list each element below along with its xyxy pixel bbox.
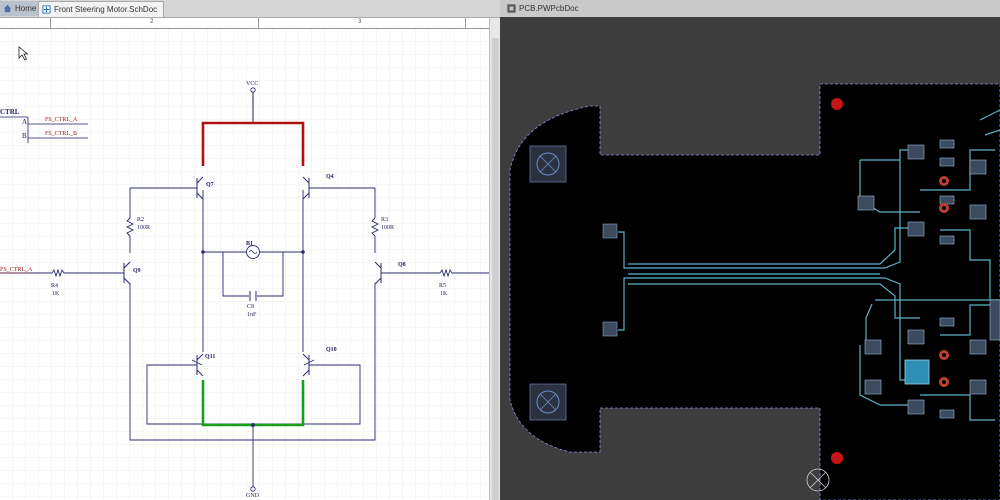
tab-home[interactable]: Home — [0, 1, 43, 16]
resistor-r2[interactable]: R2 100R — [125, 217, 150, 237]
home-icon — [3, 4, 12, 13]
mounting-hole-bottom — [529, 383, 567, 421]
pcb-canvas[interactable] — [500, 17, 1000, 500]
transistor-q7[interactable]: Q7 — [185, 176, 214, 200]
net-label-fs-ctrl-b: FS_CTRL_B — [45, 131, 77, 137]
schematic-scrollbar-thumb[interactable] — [492, 38, 499, 500]
pcb-th-pads — [939, 176, 949, 387]
tab-schematic-label: Front Steering Motor.SchDoc — [54, 5, 158, 14]
vcc-power-port[interactable]: VCC — [246, 81, 258, 123]
ctrl-pin-a: A — [22, 118, 27, 126]
schematic-doc-icon — [42, 5, 51, 14]
pcb-components — [857, 139, 1000, 419]
schematic-scrollbar[interactable] — [489, 18, 500, 500]
tab-home-label: Home — [15, 4, 37, 13]
junction-left — [201, 250, 205, 254]
c8-value: 1nF — [247, 312, 257, 318]
r3-value: 100R — [381, 225, 394, 231]
c8-label: C8 — [247, 304, 254, 310]
transistor-q9[interactable]: Q9 — [120, 261, 141, 285]
tab-pcb-label: PCB.PWPcbDoc — [519, 4, 579, 13]
gnd-label: GND — [246, 493, 260, 499]
ruler-tick-3: 3 — [358, 19, 362, 25]
ctrl-pin-b: B — [22, 132, 27, 140]
pcb-board-outline — [509, 83, 1000, 500]
fiducial-bottom — [831, 452, 843, 464]
q8-label: Q8 — [398, 262, 406, 268]
r2-label: R2 — [137, 217, 144, 223]
tab-pcb[interactable]: PCB.PWPcbDoc — [504, 1, 585, 16]
gnd-power-port[interactable]: GND — [246, 486, 260, 499]
pcb-tabbar: PCB.PWPcbDoc — [500, 0, 1000, 18]
q11-label: Q11 — [205, 354, 215, 360]
mouse-cursor-icon — [18, 46, 29, 61]
net-label-fs-ctrl-a: FS_CTRL_A — [45, 117, 78, 123]
pcb-ic-highlight — [904, 359, 930, 385]
transistor-q8[interactable]: Q8 — [374, 261, 406, 285]
resistor-r3[interactable]: R3 100R — [370, 217, 394, 237]
r3-label: R3 — [381, 217, 388, 223]
fiducial-top — [831, 98, 843, 110]
schematic-tabbar: Home Front Steering Motor.SchDoc — [0, 0, 500, 18]
pcb-doc-icon — [507, 4, 516, 13]
schematic-pane[interactable]: Home Front Steering Motor.SchDoc 2 3 CTR… — [0, 0, 500, 500]
q7-label: Q7 — [206, 182, 214, 188]
r2-value: 100R — [137, 225, 150, 231]
tab-schematic[interactable]: Front Steering Motor.SchDoc — [38, 1, 165, 17]
junction-gnd — [251, 423, 255, 427]
transistor-q11[interactable]: Q11 — [185, 353, 215, 377]
motor-b1[interactable]: B1 — [246, 241, 260, 259]
q9-label: Q9 — [133, 268, 141, 274]
schematic-grid — [0, 29, 489, 500]
ctrl-connector-label: CTRL — [0, 108, 20, 116]
net-label-left: FS_CTRL_A — [0, 267, 33, 273]
mounting-hole-top — [529, 145, 567, 183]
vcc-net-highlight — [201, 121, 305, 166]
pcb-pane[interactable]: PCB.PWPcbDoc — [500, 0, 1000, 500]
r5-value: 1K — [440, 291, 448, 297]
junction-right — [301, 250, 305, 254]
q4-label: Q4 — [326, 174, 334, 180]
ruler-tick-2: 2 — [150, 19, 154, 25]
r4-value: 1K — [52, 291, 60, 297]
r5-label: R5 — [439, 283, 446, 289]
resistor-r4[interactable]: R4 1K — [51, 268, 65, 297]
b1-label: B1 — [246, 241, 253, 247]
ctrl-connector[interactable]: CTRL A B FS_CTRL_A FS_CTRL_B — [0, 108, 88, 143]
horizontal-ruler: 2 3 — [0, 18, 490, 29]
transistor-q4[interactable]: Q4 — [302, 174, 334, 200]
schematic-canvas[interactable]: CTRL A B FS_CTRL_A FS_CTRL_B VCC — [0, 29, 489, 500]
r4-label: R4 — [51, 283, 58, 289]
vcc-label: VCC — [246, 81, 258, 87]
q10-label: Q10 — [326, 347, 337, 353]
resistor-r5[interactable]: R5 1K — [439, 268, 453, 297]
connector-pads-left — [602, 223, 618, 337]
capacitor-c8[interactable]: C8 1nF — [247, 291, 257, 318]
transistor-q10[interactable]: Q10 — [302, 347, 337, 377]
origin-marker-icon — [806, 468, 830, 492]
